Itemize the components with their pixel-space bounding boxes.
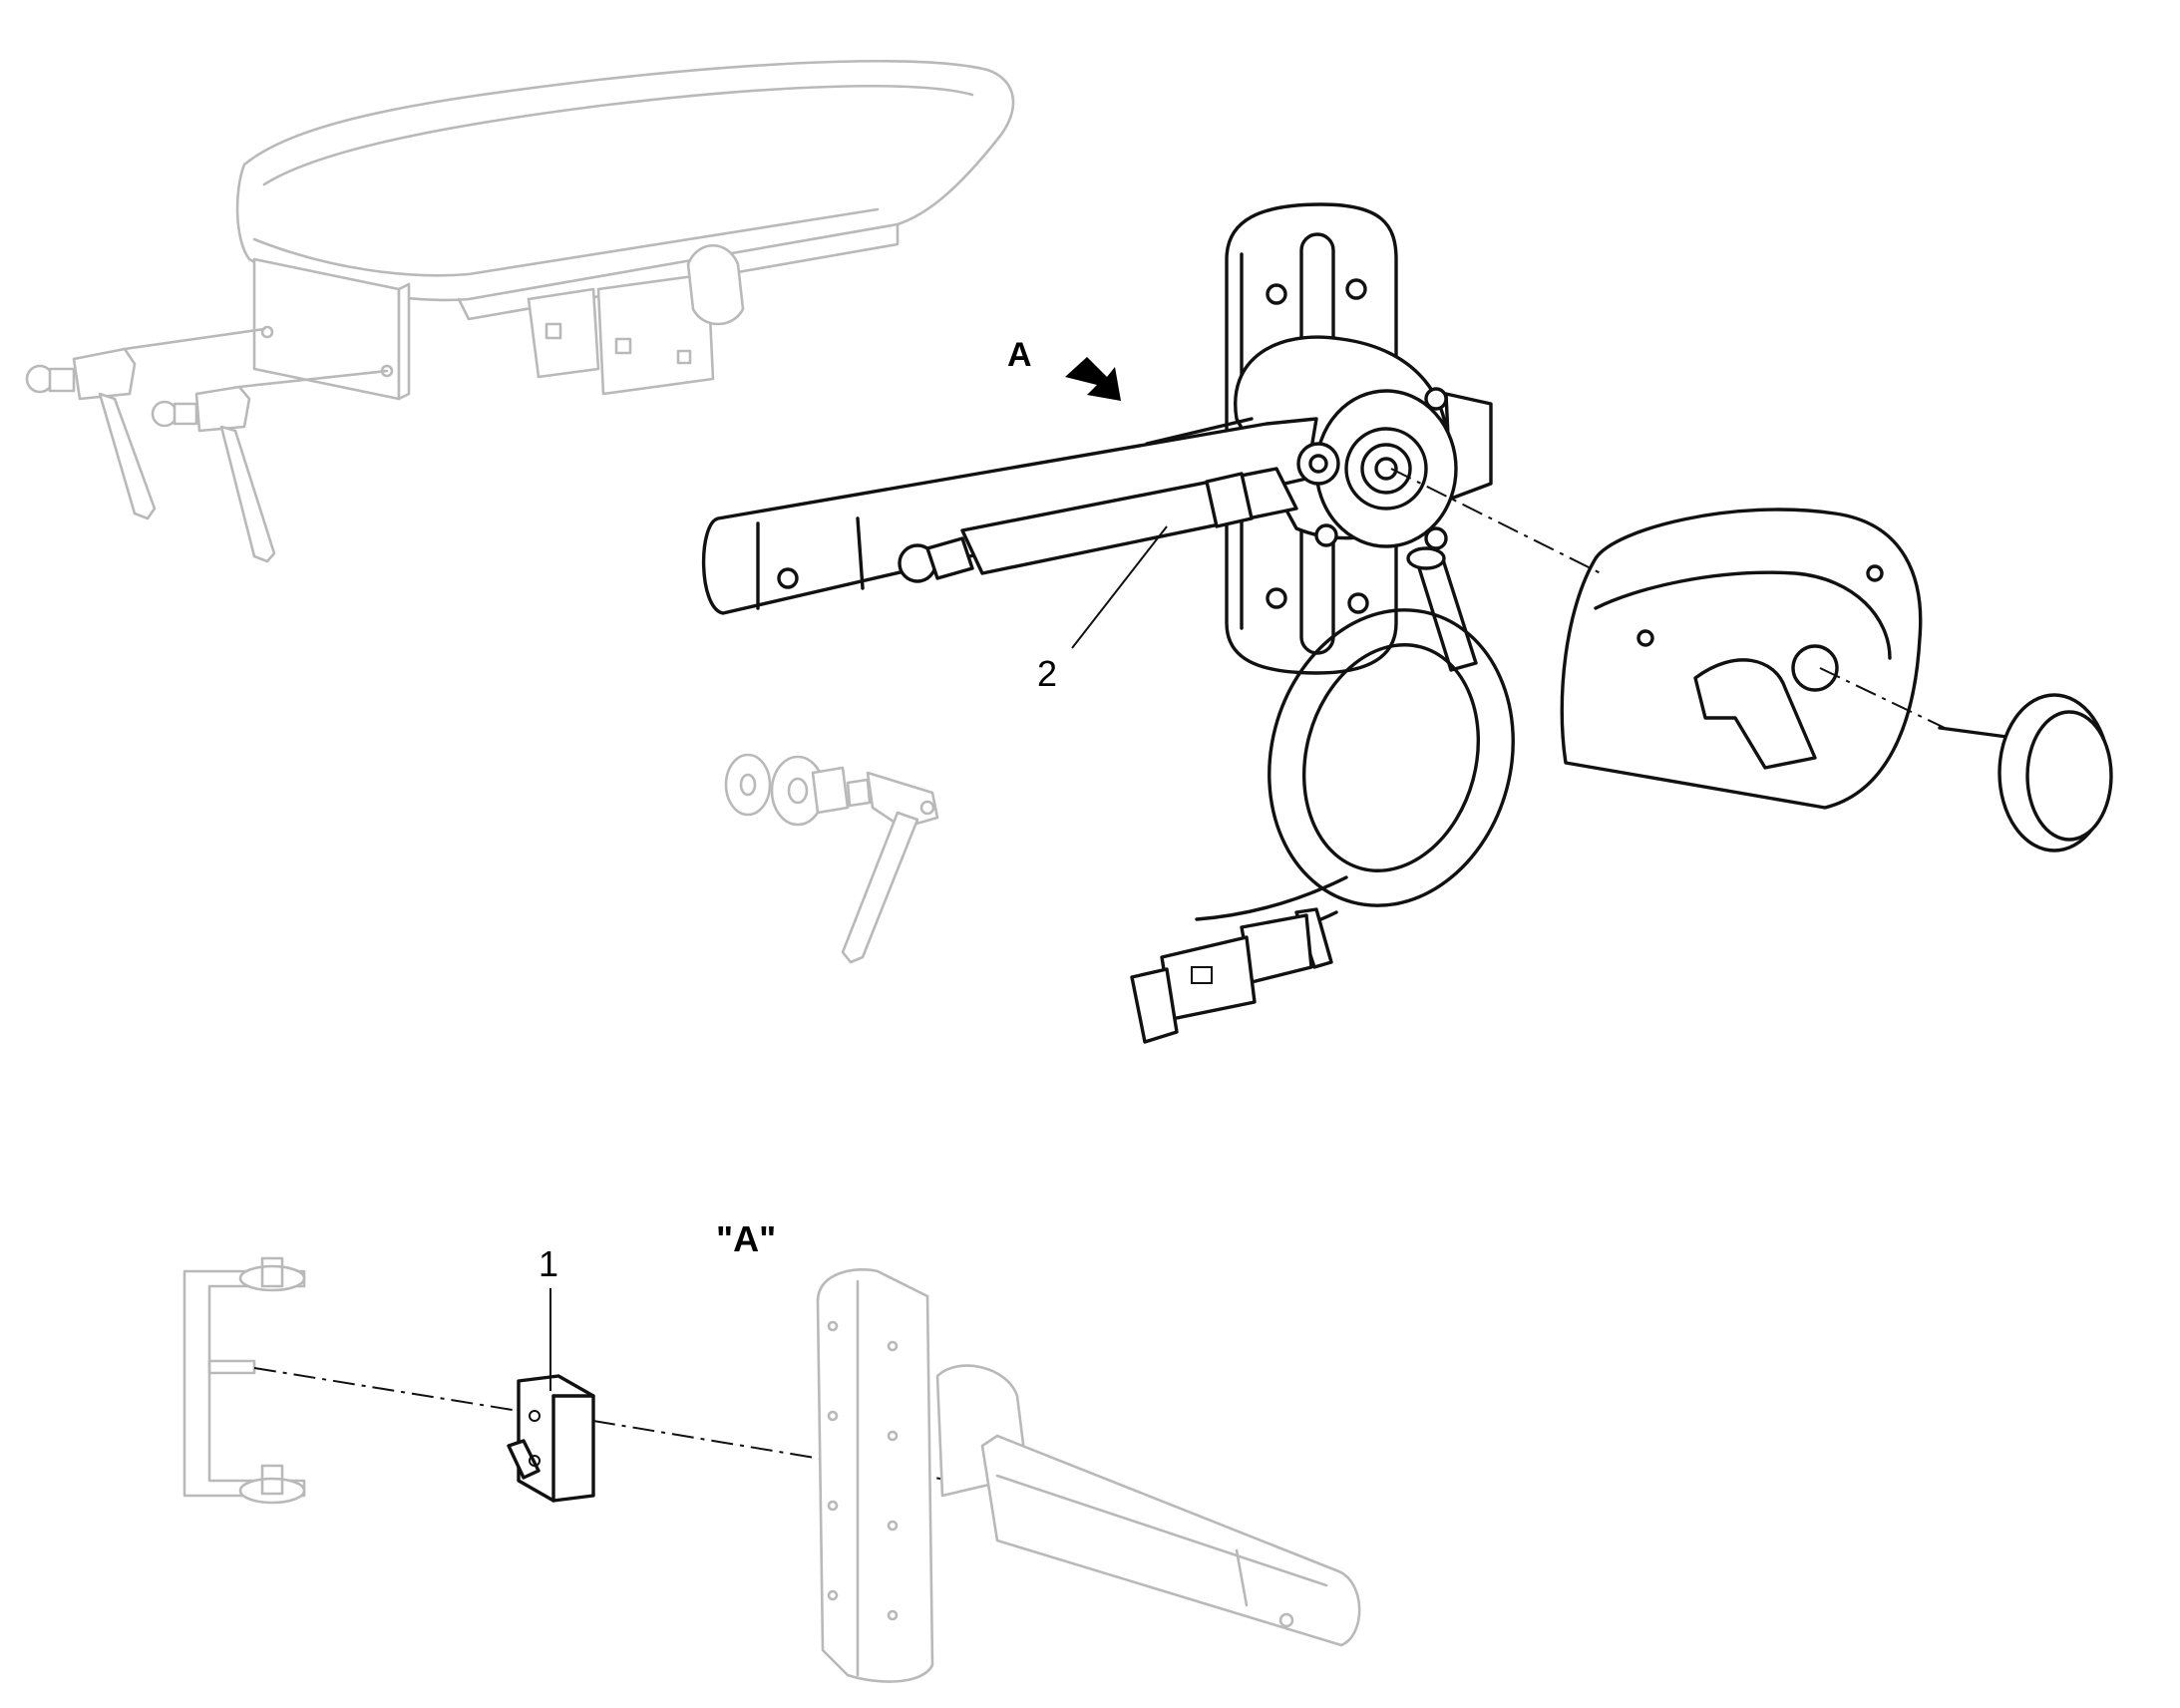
- centerline-cover-knob: [1819, 667, 1946, 729]
- view-arrow-label: A: [1007, 336, 1032, 374]
- clamp-lever-left: [25, 327, 266, 520]
- callout-item-2: 2: [1037, 653, 1057, 694]
- knob-screw: [1938, 693, 2113, 853]
- switch-bracket: [182, 1256, 306, 1505]
- callout-item-1: 1: [539, 1243, 558, 1284]
- detail-arm-assembly: [816, 1268, 1361, 1683]
- view-direction-arrow: [1065, 357, 1121, 401]
- armrest-pad-assembly: [235, 59, 1015, 401]
- clamp-lever-right: [151, 369, 389, 563]
- detail-view-label: "A": [716, 1218, 776, 1259]
- pivot-hub: [1296, 387, 1458, 550]
- leader-line-2: [1071, 525, 1168, 649]
- washer-nut-lever-set: [724, 753, 939, 964]
- micro-switch: [507, 1374, 595, 1503]
- coiled-cable-with-connector: [1130, 546, 1515, 1044]
- gas-spring-cylinder: [898, 467, 1298, 583]
- actuator-cover: [1560, 508, 1923, 810]
- centerline-bracket-switch: [253, 1367, 520, 1412]
